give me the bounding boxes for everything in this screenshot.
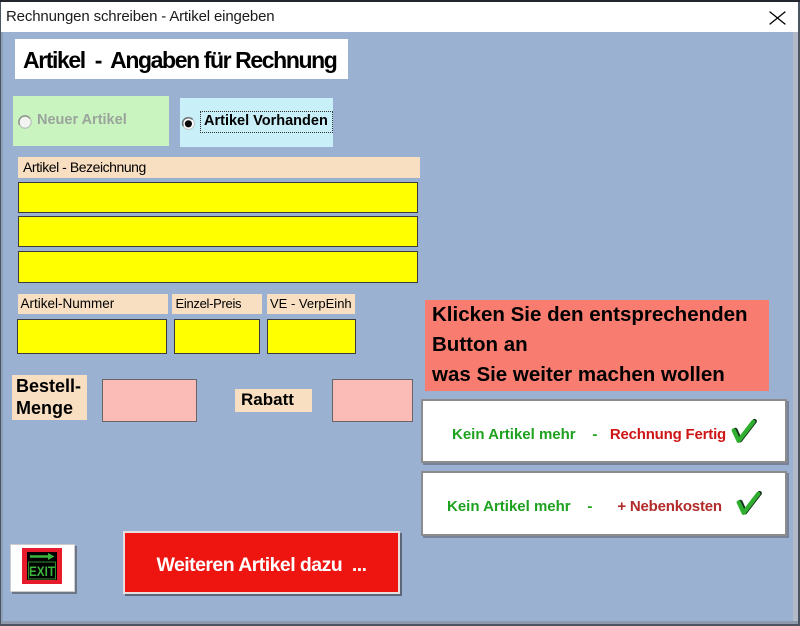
svg-text:EXIT: EXIT <box>29 564 56 579</box>
